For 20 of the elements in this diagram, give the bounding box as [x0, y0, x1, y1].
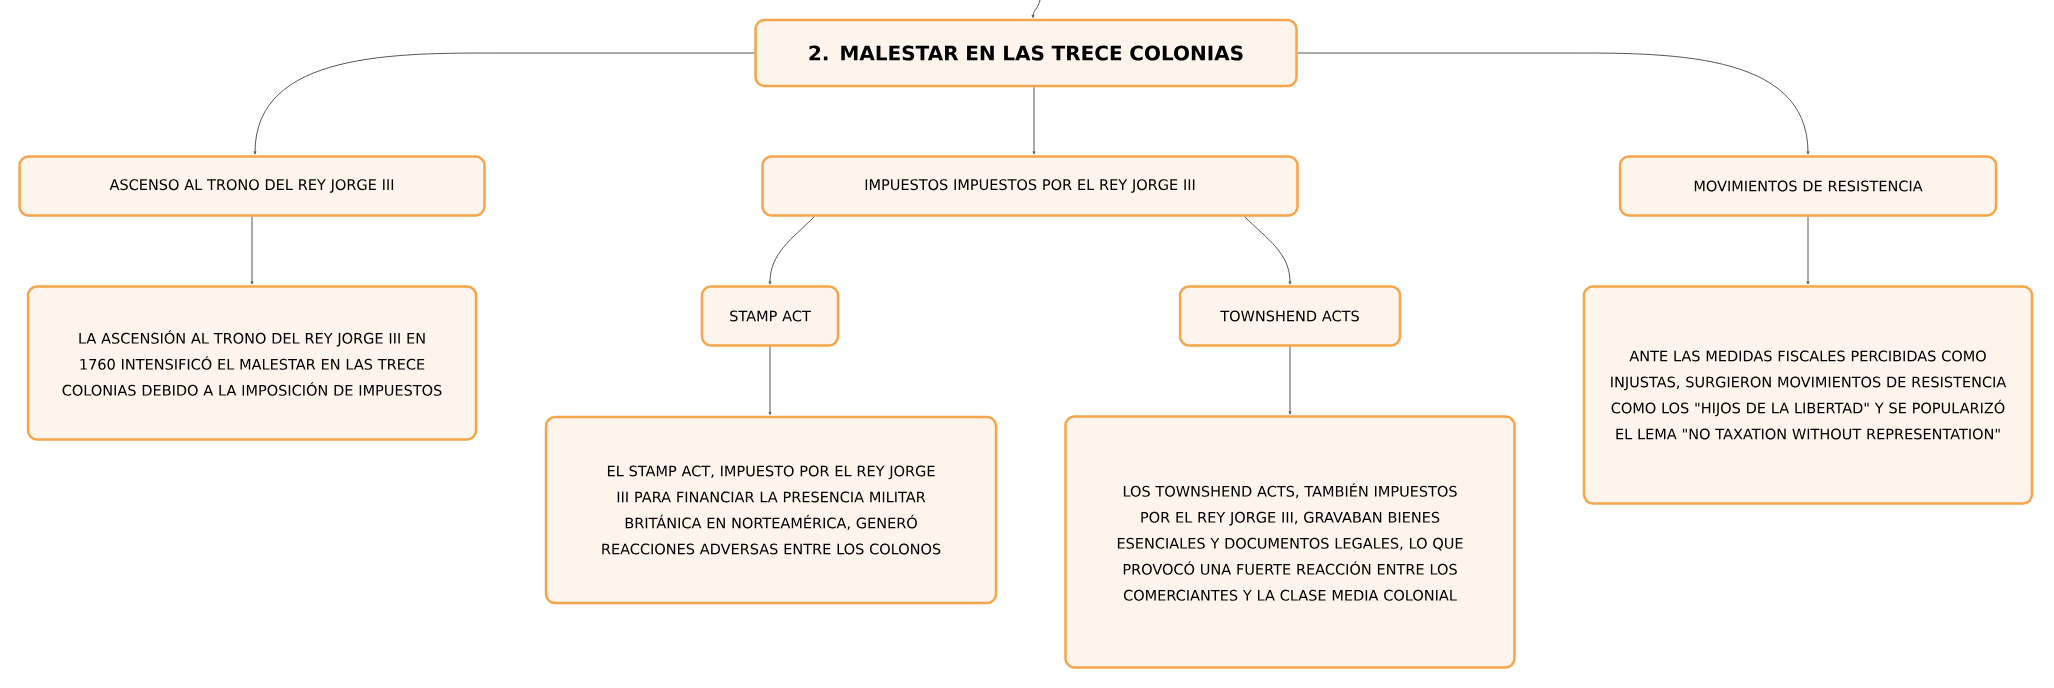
- connector: [253, 52, 755, 155]
- description-box: LA ASCENSIÓN AL TRONO DEL REY JORGE III EN 1760 INTENSIFICÓ EL MALESTAR EN LAS TRECE COLONIAS DEBIDO A LA IMPOSICIÓN DE IMPUESTOS: [26, 285, 478, 441]
- connector: [1806, 216, 1810, 285]
- topic-box: TOWNSHEND ACTS: [1178, 285, 1402, 347]
- connector: [768, 346, 772, 416]
- description-box: LOS TOWNSHEND ACTS, TAMBIÉN IMPUESTOS POR EL REY JORGE III, GRAVABAN BIENES ESENCIALES Y DOCUMENTOS LEGALES, LO QUE PROVOCÓ UNA FUERTE REACCIÓN ENTRE LOS COMERCIANTES Y LA CLASE MEDIA COLONIAL: [1064, 415, 1516, 669]
- connector: [1297, 52, 1810, 155]
- topic-box: MOVIMIENTOS DE RESISTENCIA: [1618, 155, 1998, 217]
- connector: [768, 216, 815, 285]
- description-box: ANTE LAS MEDIDAS FISCALES PERCIBIDAS COMO INJUSTAS, SURGIERON MOVIMIENTOS DE RESISTENCIA COMO LOS "HIJOS DE LA LIBERTAD" Y SE POPULARIZÓ EL LEMA "NO TAXATION WITHOUT REPRESENTATION": [1582, 285, 2034, 505]
- connector: [250, 216, 254, 285]
- connector: [1032, 86, 1036, 155]
- topic-box: STAMP ACT: [700, 285, 840, 347]
- connector: [1244, 216, 1292, 285]
- connector: [1031, 0, 1041, 19]
- title-box: 2. MALESTAR EN LAS TRECE COLONIAS: [754, 18, 1298, 88]
- connector: [1288, 346, 1292, 415]
- topic-box: IMPUESTOS IMPUESTOS POR EL REY JORGE III: [761, 155, 1299, 217]
- topic-box: ASCENSO AL TRONO DEL REY JORGE III: [18, 155, 486, 217]
- description-box: EL STAMP ACT, IMPUESTO POR EL REY JORGE III PARA FINANCIAR LA PRESENCIA MILITAR BRITÁNICA EN NORTEAMÉRICA, GENERÓ REACCIONES ADVERSAS ENTRE LOS COLONOS: [544, 415, 998, 605]
